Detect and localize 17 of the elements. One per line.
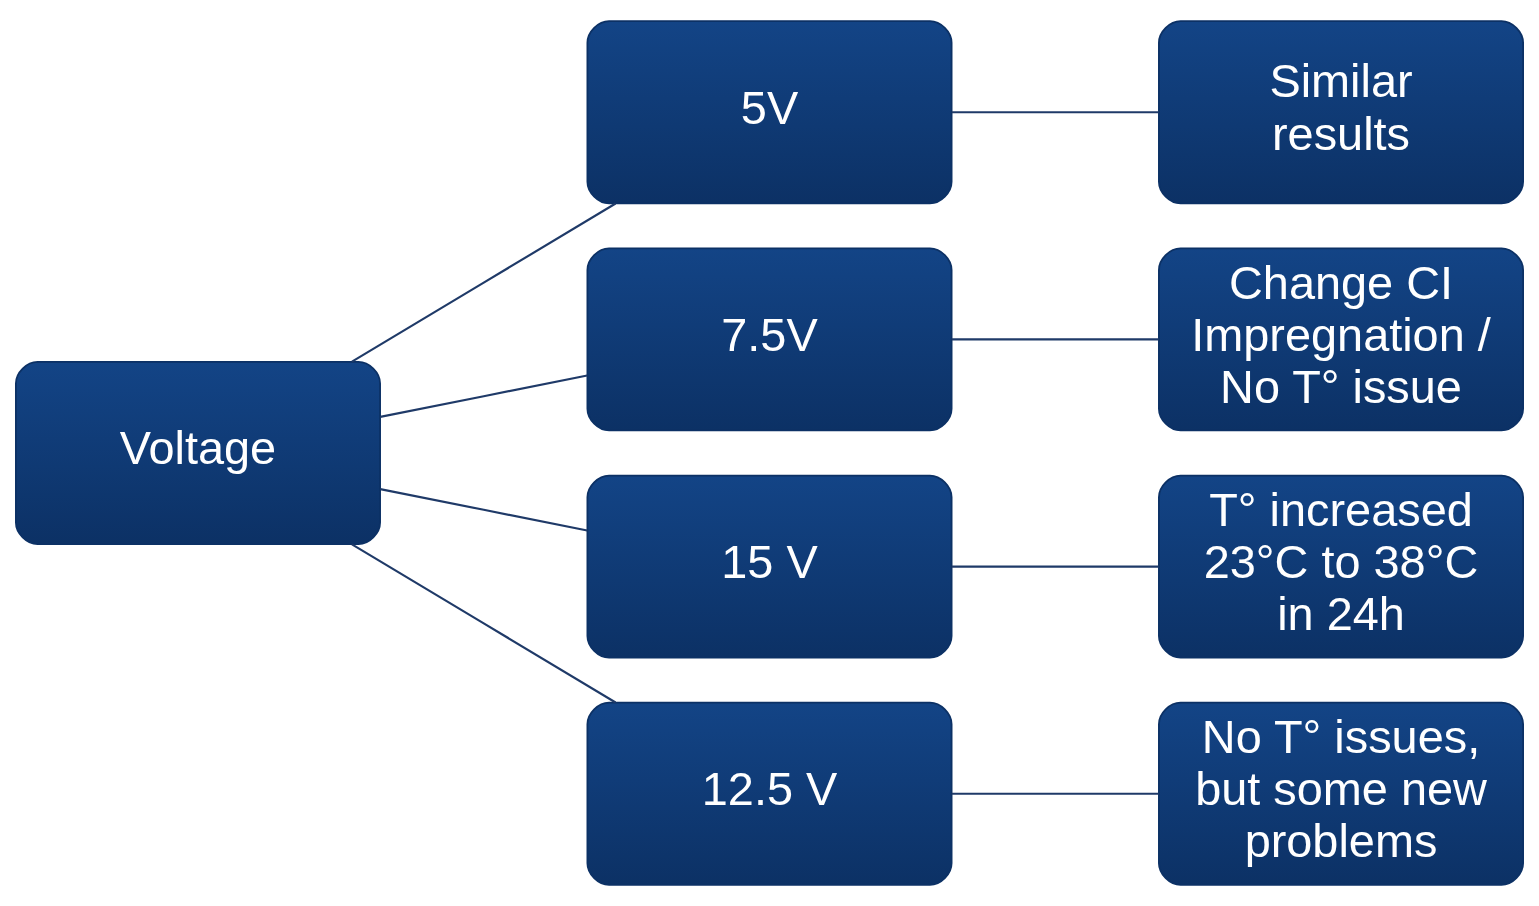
node-box: Voltage: [15, 361, 381, 545]
node-box: 5V: [586, 20, 953, 205]
node-box: Similar results: [1158, 20, 1524, 205]
node-box: Change CI Impregnation / No T° issue: [1158, 247, 1524, 432]
connector: [351, 202, 617, 363]
node-box: T° increased 23°C to 38°C in 24h: [1158, 474, 1524, 659]
node-box: 15 V: [586, 474, 953, 659]
connector: [380, 374, 588, 418]
connector: [951, 338, 1159, 341]
connector: [951, 565, 1159, 568]
connector: [951, 792, 1159, 795]
connector: [951, 111, 1159, 114]
node-box: No T° issues, but some new problems: [1158, 701, 1524, 886]
connector: [351, 543, 617, 704]
node-box: 7.5V: [586, 247, 953, 432]
connector: [380, 488, 588, 532]
node-box: 12.5 V: [586, 701, 953, 886]
